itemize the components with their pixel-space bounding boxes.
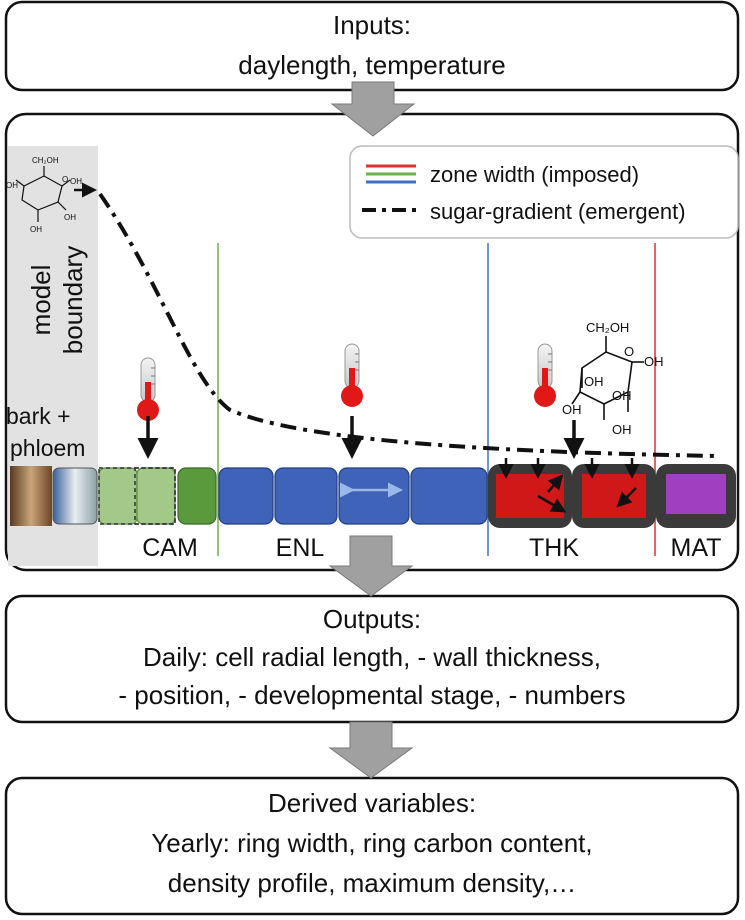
outputs-box: Outputs: Daily: cell radial length, - wa… (4, 594, 740, 724)
flow-arrow-model-to-outputs (328, 535, 414, 597)
derived-line1: Yearly: ring width, ring carbon content, (151, 828, 592, 858)
outputs-line2: - position, - developmental stage, - num… (118, 680, 625, 710)
inputs-title: Inputs: (333, 10, 411, 40)
phloem-label-line2: phloem (10, 435, 85, 461)
large-oh-label-3: OH (562, 402, 582, 417)
flow-arrow-outputs-to-derived (328, 721, 414, 779)
large-oh-label-5: OH (612, 422, 632, 437)
legend: zone width (imposed) sugar-gradient (eme… (349, 145, 739, 239)
small-oh-label-1: OH (6, 181, 18, 190)
enl-cell-3 (338, 467, 410, 525)
cell-file (10, 458, 736, 528)
glucose-molecule-large-icon: CH₂OH O OH OH OH OH OH (562, 320, 664, 437)
glucose-molecule-small-icon: CH₂OH O OH OH OH OH (6, 156, 82, 234)
derived-title: Derived variables: (268, 788, 476, 818)
model-boundary-label-line2: boundary (58, 246, 88, 354)
inputs-box: Inputs: daylength, temperature (4, 0, 740, 92)
legend-zone-width-text: zone width (imposed) (430, 162, 639, 187)
small-ch2oh-label: CH₂OH (32, 156, 59, 165)
cam-cell-3 (177, 467, 217, 525)
derived-line2: density profile, maximum density,… (168, 868, 576, 898)
large-ch2oh-label: CH₂OH (586, 320, 629, 335)
model-boundary-label-line1: model (26, 265, 56, 336)
sugar-gradient-curve (98, 192, 721, 458)
phloem-cell (52, 467, 98, 525)
cam-cell-2 (136, 467, 176, 525)
cam-dividing-outline (134, 467, 176, 525)
cam-cell-1 (98, 467, 138, 525)
enl-cell-1 (218, 467, 274, 525)
legend-sugar-gradient-text: sugar-gradient (emergent) (430, 199, 686, 224)
small-oh-label-2: OH (30, 225, 42, 234)
cam-dividing-outline-outer (98, 467, 176, 525)
model-box: model boundary bark + phloem zone width … (4, 112, 740, 572)
zone-label-enl: ENL (276, 534, 325, 562)
zone-label-mat: MAT (671, 534, 722, 562)
outputs-title: Outputs: (323, 604, 421, 634)
derived-variables-box: Derived variables: Yearly: ring width, r… (4, 776, 740, 916)
mat-cell-lumen (666, 474, 726, 514)
large-o-label: O (624, 344, 634, 359)
outputs-line1: Daily: cell radial length, - wall thickn… (143, 642, 601, 672)
inputs-text: daylength, temperature (238, 50, 505, 80)
small-o-label: O (62, 175, 68, 184)
enl-cell-4 (410, 467, 488, 525)
small-oh-label-4: OH (70, 177, 82, 186)
large-oh-label-4: OH (612, 388, 632, 403)
enl-cell-2 (274, 467, 338, 525)
large-oh-label-2: OH (584, 374, 604, 389)
flow-arrow-inputs-to-model (330, 81, 416, 137)
large-oh-label-1: OH (644, 354, 664, 369)
thk-cell-2-lumen (582, 474, 646, 518)
thk-deposition-arrows (498, 458, 640, 513)
zone-label-thk: THK (529, 534, 579, 562)
bark-cell (10, 466, 52, 526)
bark-label-line1: bark + (6, 403, 71, 429)
zone-label-cam: CAM (142, 534, 198, 562)
thk-cell-1-lumen (496, 474, 564, 518)
small-oh-label-3: OH (64, 213, 76, 222)
